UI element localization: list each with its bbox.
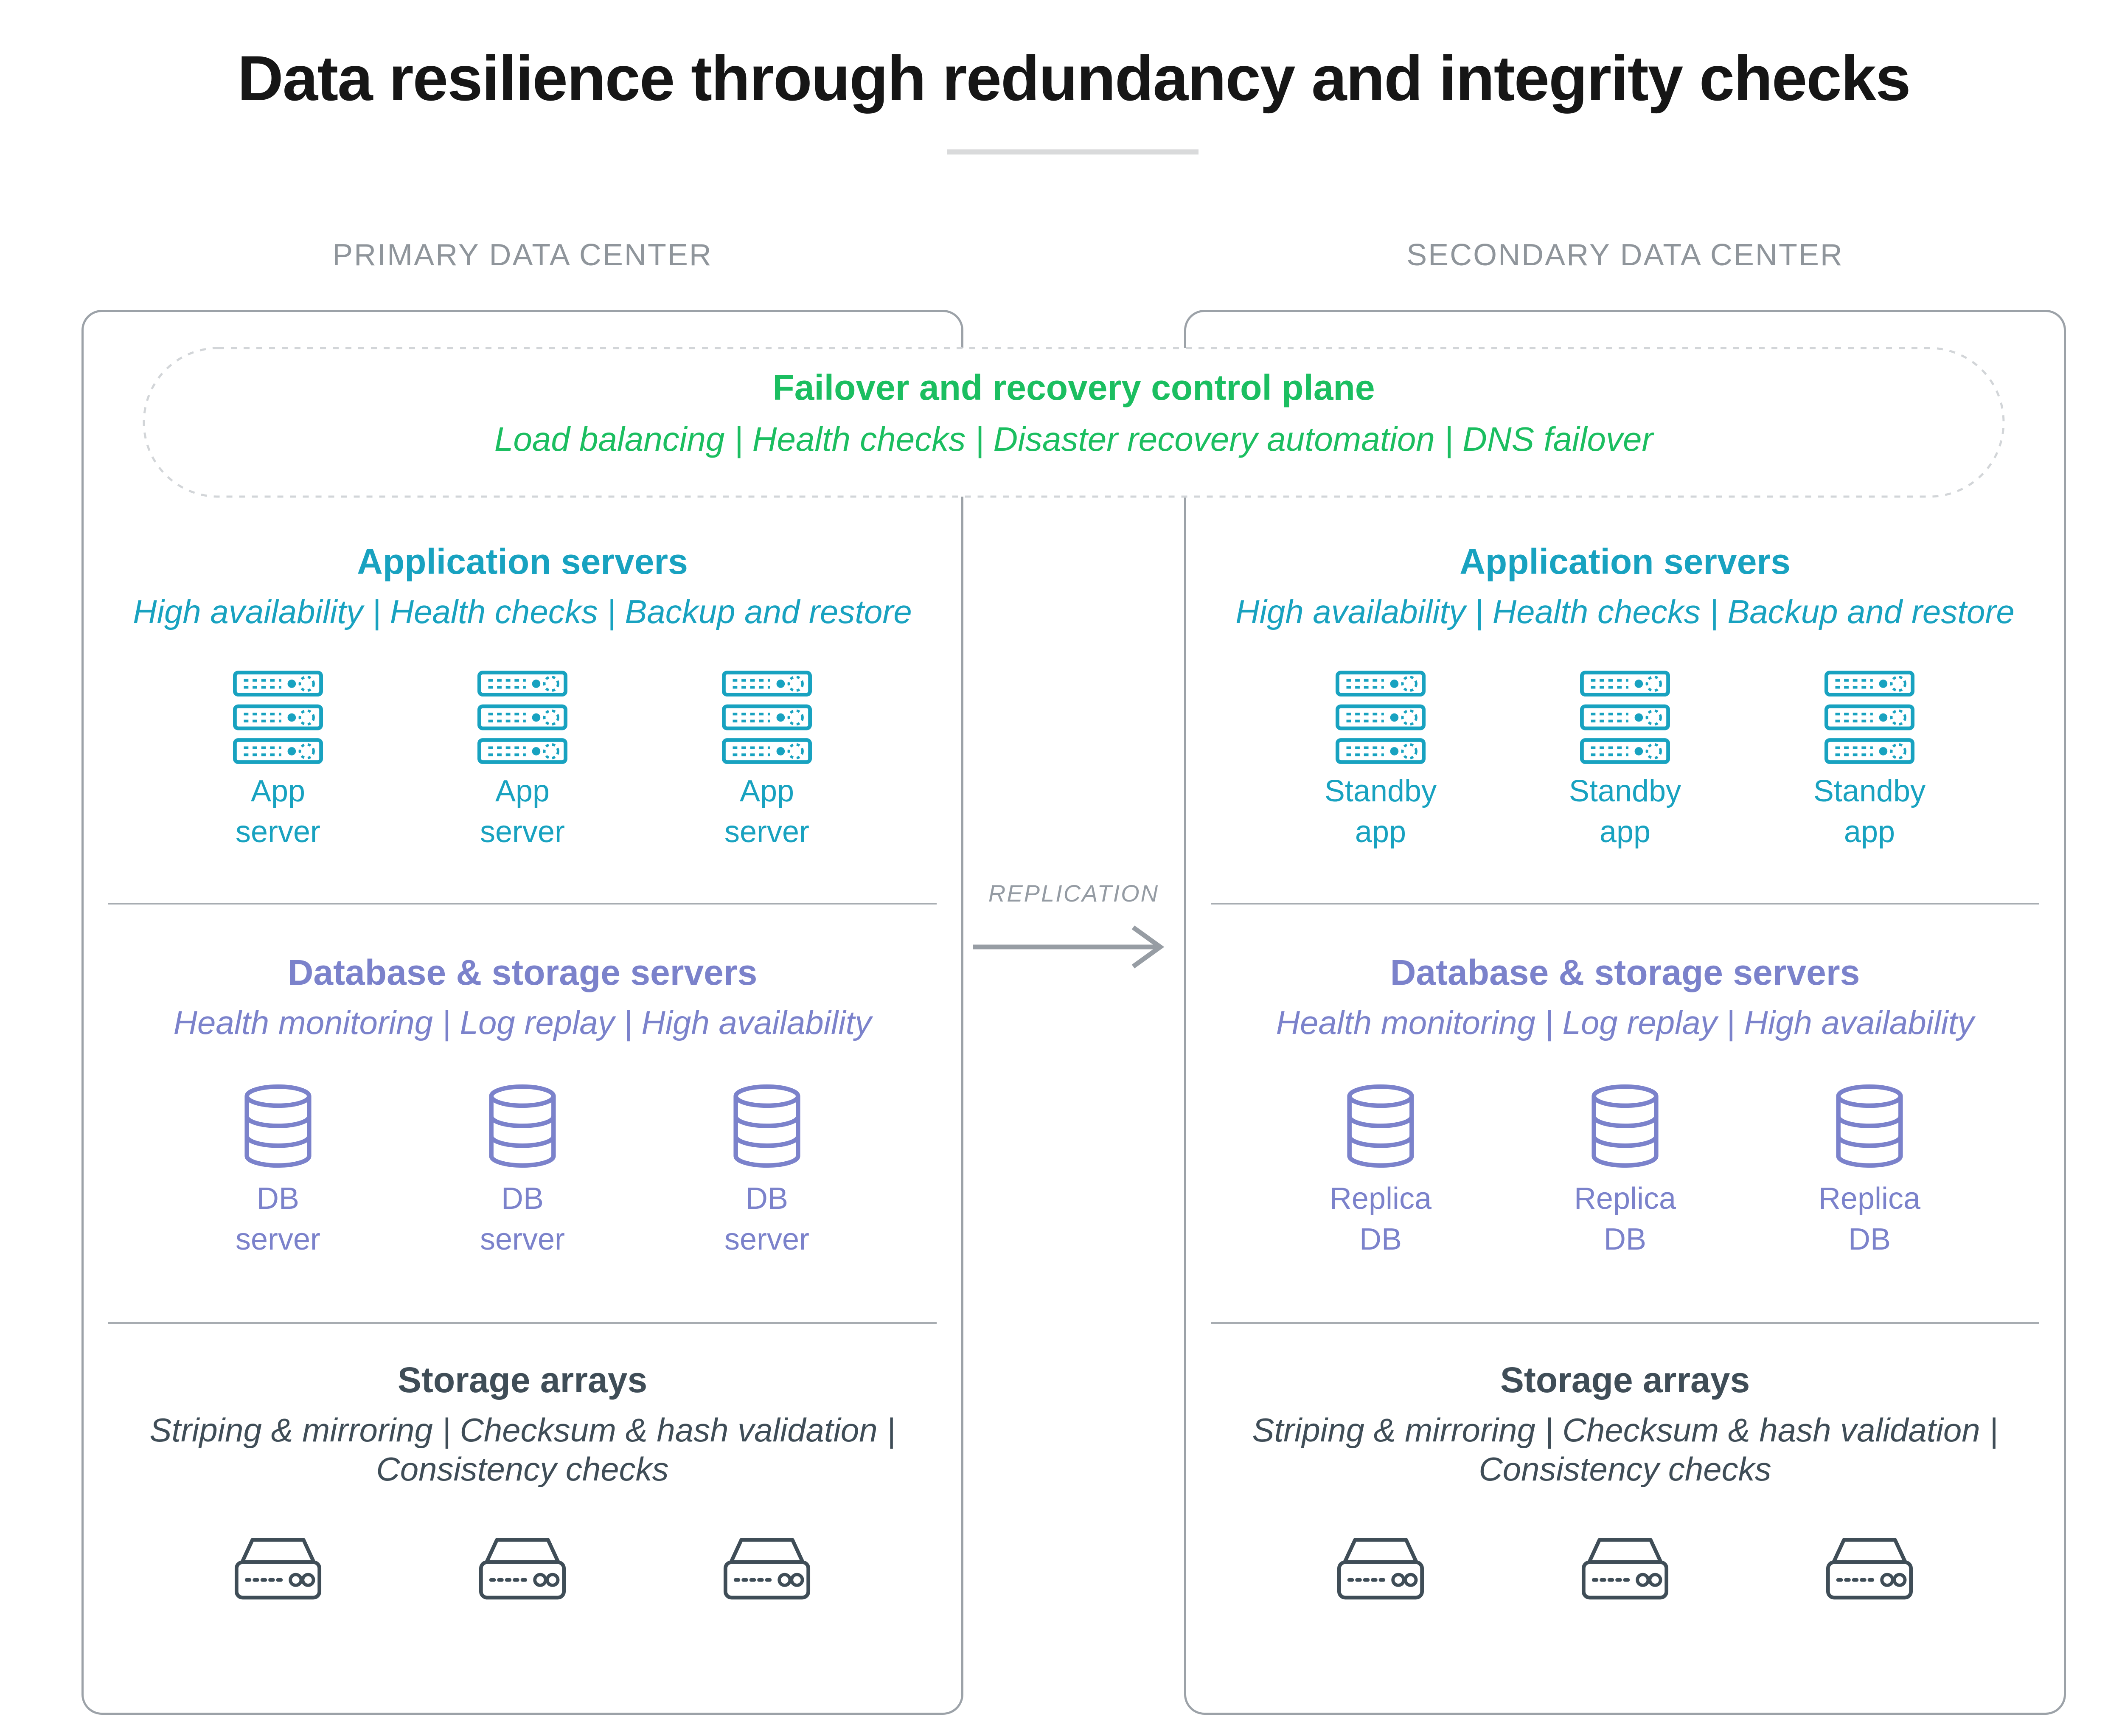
- failover-subtitle: Load balancing | Health checks | Disaste…: [494, 420, 1653, 458]
- node-label: Standby app: [1569, 774, 1681, 849]
- node-label: Replica DB: [1818, 1182, 1921, 1256]
- app-server-label-row: App server App server App server: [84, 771, 961, 853]
- node-label: DB server: [480, 1182, 565, 1256]
- page-title: Data resilience through redundancy and i…: [237, 42, 1911, 114]
- app-server-label-row: Standby app Standby app Standby app: [1186, 771, 2064, 853]
- storage-icon-row: [1186, 1538, 2064, 1601]
- dashed-pill-border: [143, 347, 2005, 498]
- storage-array-icon: [723, 1538, 811, 1601]
- database-cylinder-icon: [486, 1084, 559, 1169]
- primary-dc-label: PRIMARY DATA CENTER: [332, 238, 713, 272]
- node-label: DB server: [724, 1182, 810, 1256]
- app-server-icon-row: [1186, 671, 2064, 764]
- failover-control-plane: Failover and recovery control plane Load…: [143, 347, 2005, 498]
- node-label: DB server: [235, 1182, 321, 1256]
- section-divider: [108, 1322, 937, 1324]
- replication-arrow-icon: [970, 922, 1169, 974]
- app-server-rack-icon: [1580, 671, 1670, 764]
- storage-array-icon: [1581, 1538, 1669, 1601]
- title-divider: [947, 149, 1199, 154]
- storage-array-icon: [1337, 1538, 1424, 1601]
- db-icon-row: [84, 1084, 961, 1169]
- storage-arrays-subtitle-line2: Consistency checks: [1479, 1450, 1771, 1488]
- db-servers-title: Database & storage servers: [1390, 952, 1860, 992]
- failover-title: Failover and recovery control plane: [772, 368, 1375, 407]
- database-cylinder-icon: [1589, 1084, 1662, 1169]
- db-servers-title: Database & storage servers: [287, 952, 758, 992]
- storage-arrays-subtitle-line1: Striping & mirroring | Checksum & hash v…: [149, 1411, 895, 1449]
- node-label: App server: [480, 774, 565, 849]
- app-server-rack-icon: [1824, 671, 1914, 764]
- app-server-icon-row: [84, 671, 961, 764]
- storage-arrays-subtitle-line2: Consistency checks: [376, 1450, 669, 1488]
- storage-array-icon: [234, 1538, 322, 1601]
- db-label-row: DB server DB server DB server: [84, 1179, 961, 1260]
- app-server-rack-icon: [233, 671, 323, 764]
- database-cylinder-icon: [1833, 1084, 1906, 1169]
- storage-arrays-title: Storage arrays: [397, 1360, 648, 1400]
- node-label: Replica DB: [1329, 1182, 1432, 1256]
- app-servers-title: Application servers: [1460, 542, 1791, 581]
- section-divider: [108, 903, 937, 905]
- database-cylinder-icon: [730, 1084, 803, 1169]
- db-servers-subtitle: Health monitoring | Log replay | High av…: [1276, 1004, 1974, 1041]
- section-divider: [1211, 903, 2039, 905]
- app-servers-title: Application servers: [357, 542, 688, 581]
- storage-array-icon: [479, 1538, 566, 1601]
- secondary-dc-box: Application servers High availability | …: [1184, 310, 2066, 1715]
- app-servers-subtitle: High availability | Health checks | Back…: [133, 593, 912, 630]
- secondary-dc-label: SECONDARY DATA CENTER: [1406, 238, 1844, 272]
- app-server-rack-icon: [722, 671, 812, 764]
- primary-dc-box: Application servers High availability | …: [81, 310, 963, 1715]
- node-label: App server: [235, 774, 321, 849]
- db-label-row: Replica DB Replica DB Replica DB: [1186, 1179, 2064, 1260]
- replication-label: REPLICATION: [988, 880, 1159, 907]
- section-divider: [1211, 1322, 2039, 1324]
- storage-array-icon: [1826, 1538, 1913, 1601]
- database-cylinder-icon: [241, 1084, 314, 1169]
- node-label: Standby app: [1813, 774, 1926, 849]
- node-label: App server: [724, 774, 810, 849]
- database-cylinder-icon: [1344, 1084, 1417, 1169]
- app-server-rack-icon: [477, 671, 567, 764]
- db-servers-subtitle: Health monitoring | Log replay | High av…: [173, 1004, 872, 1041]
- node-label: Replica DB: [1574, 1182, 1676, 1256]
- app-servers-subtitle: High availability | Health checks | Back…: [1235, 593, 2015, 630]
- storage-arrays-title: Storage arrays: [1500, 1360, 1750, 1400]
- db-icon-row: [1186, 1084, 2064, 1169]
- node-label: Standby app: [1324, 774, 1437, 849]
- storage-arrays-subtitle-line1: Striping & mirroring | Checksum & hash v…: [1252, 1411, 1998, 1449]
- app-server-rack-icon: [1336, 671, 1426, 764]
- storage-icon-row: [84, 1538, 961, 1601]
